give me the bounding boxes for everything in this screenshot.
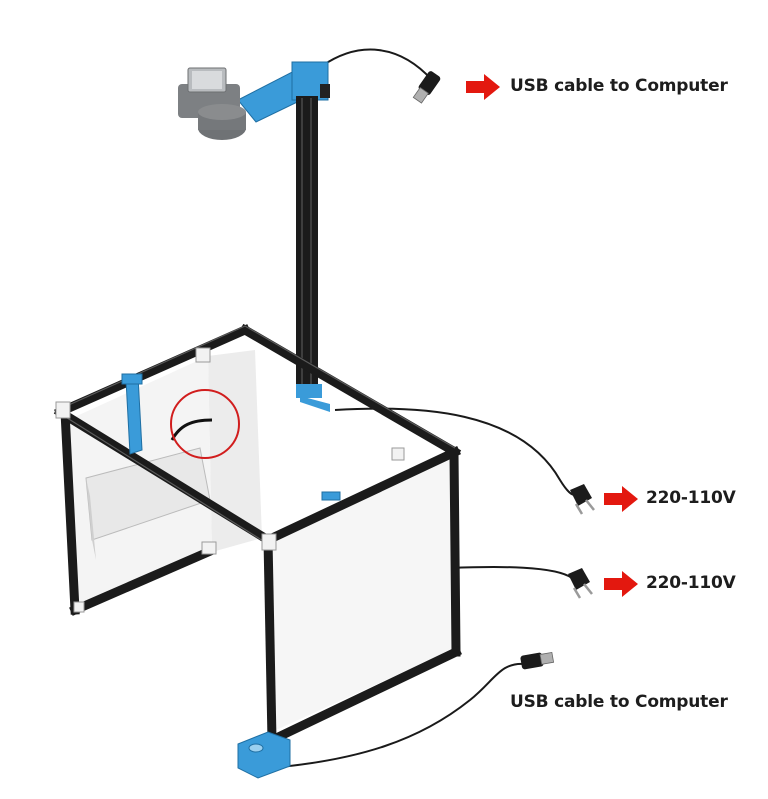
power-label-1: 220-110V: [646, 488, 736, 508]
arrow-right-icon: [604, 486, 638, 512]
box-frame: [53, 323, 463, 779]
pole-base-bracket: [296, 384, 322, 398]
power-plug-icon: [568, 568, 593, 599]
camera-icon: [178, 67, 246, 140]
vertical-pole: [296, 96, 330, 412]
usb-plug-icon: [520, 651, 555, 670]
arrow-right-icon: [604, 571, 638, 597]
power-plug-icon: [570, 484, 595, 515]
power-cable-1: [334, 407, 576, 496]
blue-clip-front: [321, 491, 341, 501]
usb-cable-bottom: [269, 662, 526, 769]
power-label-2: 220-110V: [646, 573, 736, 593]
arrow-right-icon: [466, 74, 500, 100]
power-cable-2: [449, 566, 573, 579]
back-panel: [208, 350, 262, 552]
right-panel: [272, 458, 452, 730]
usb-top-label: USB cable to Computer: [510, 76, 728, 96]
usb-bottom-label: USB cable to Computer: [510, 692, 728, 712]
highlight-circle: [170, 389, 240, 459]
usb-cable-top: [321, 48, 433, 81]
blue-foot-bracket: [237, 731, 291, 779]
usb-plug-icon: [412, 71, 441, 104]
cables: [269, 48, 576, 769]
camera-assembly: [178, 61, 330, 140]
